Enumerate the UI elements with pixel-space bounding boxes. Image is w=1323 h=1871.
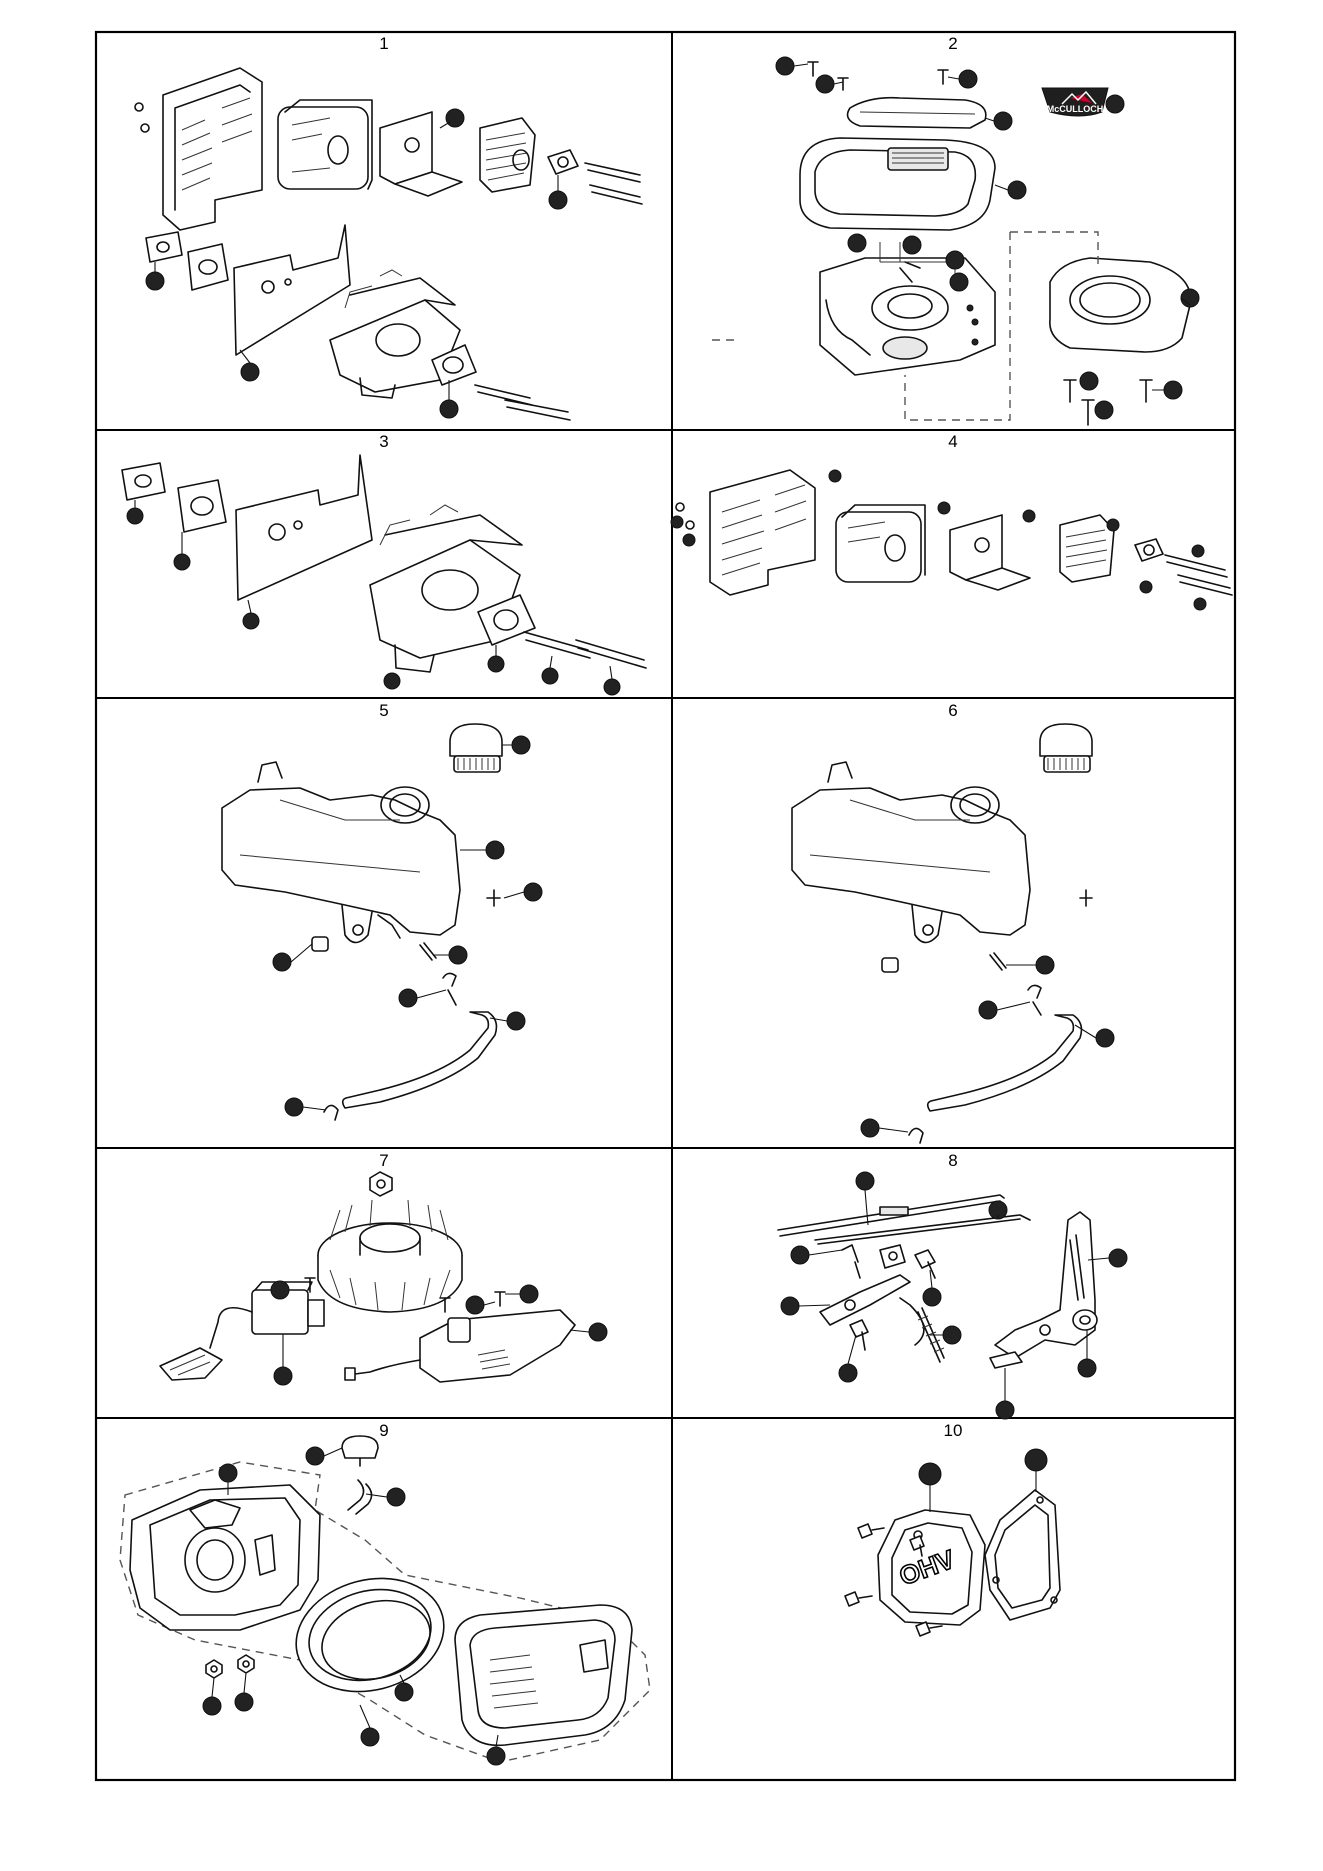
panel-3-callouts: [126, 500, 621, 696]
panel-7-flywheel-ignition: [159, 1171, 576, 1383]
starter-cover-top: [846, 96, 987, 129]
panel-10-callouts: [918, 1448, 1048, 1512]
panel-number-9: 9: [379, 1421, 388, 1440]
panel-number-3: 3: [379, 432, 388, 451]
bolts-top: [807, 61, 949, 91]
muffler-body-4: [835, 504, 926, 583]
fan-shroud: [1049, 257, 1192, 426]
muffler-heat-shield-4: [709, 469, 816, 596]
panel-9-callouts: [202, 1446, 506, 1766]
throttle-bracket: [994, 1211, 1096, 1359]
panel-grid: [94, 30, 1237, 1782]
valve-cover-gasket: [984, 1489, 1061, 1621]
valve-cover: OHV: [877, 1509, 986, 1626]
spring: [899, 1297, 945, 1363]
bolt-8a: [914, 1249, 936, 1279]
blower-housing: [799, 137, 996, 231]
tank-body-5: [221, 761, 461, 944]
panel-10-valve-cover: OHV: [844, 1489, 1061, 1637]
logo-text: McCULLOCH: [1047, 104, 1104, 114]
exhaust-gasket-4: [1134, 538, 1164, 562]
exhaust-guard: [479, 117, 536, 193]
panel-3-carburetor: [121, 454, 647, 673]
panel-6-fuel-tank: [791, 723, 1093, 1144]
panel-number-1: 1: [379, 34, 388, 53]
heat-plate-3: [235, 454, 373, 601]
panel-5-callouts: [272, 735, 543, 1117]
panel-number-6: 6: [948, 701, 957, 720]
bolt-8b: [849, 1319, 869, 1351]
panel-8-governor-linkage: [777, 1194, 1098, 1369]
exhaust-guard-4: [1059, 514, 1115, 583]
panel-number-2: 2: [948, 34, 957, 53]
panel-6-callouts: [860, 955, 1115, 1138]
panel-2-callouts: [775, 56, 1200, 420]
nut-7: [369, 1171, 393, 1197]
insulator: [187, 243, 229, 291]
panel-4-callouts: [670, 469, 1207, 611]
carburetor-3: [369, 504, 523, 673]
fuel-cap-5: [449, 723, 503, 773]
muffler-bracket-4: [949, 514, 1031, 591]
panel-5-fuel-tank: [221, 723, 503, 1121]
intake-gasket-3: [121, 462, 166, 501]
intake-gasket: [145, 231, 183, 263]
tank-body-6: [791, 761, 1031, 944]
air-cleaner-cover: [454, 1604, 633, 1747]
flywheel: [317, 1199, 463, 1313]
panel-number-10: 10: [944, 1421, 963, 1440]
panel-1-callouts: [145, 108, 568, 419]
nuts-9: [205, 1654, 255, 1679]
panel-2-starter-housing: McCULLOCH: [712, 61, 1192, 426]
carb-gasket: [431, 344, 477, 386]
air-filter-element: [295, 1577, 445, 1693]
panel-7-callouts: [270, 1280, 608, 1386]
fuel-cap-6: [1039, 723, 1093, 773]
governor-plate: [344, 1291, 576, 1383]
panel-8-callouts: [780, 1171, 1128, 1420]
starter-assembly: [819, 242, 996, 376]
breather-cap: [341, 1435, 379, 1467]
knob-8: [1072, 1309, 1098, 1331]
muffler-body: [277, 99, 373, 190]
logo-badge: McCULLOCH: [1041, 87, 1109, 117]
pad-8: [989, 1351, 1023, 1369]
panel-9-air-filter: [119, 1435, 651, 1763]
ignition-coil: [159, 1277, 325, 1381]
carb-gasket-3: [477, 594, 536, 646]
panel-4-muffler: [675, 469, 1233, 596]
panel-number-8: 8: [948, 1151, 957, 1170]
heat-plate: [233, 224, 351, 356]
panel-number-5: 5: [379, 701, 388, 720]
panel-1-muffler-carburetor: [134, 67, 643, 421]
muffler-heat-shield: [162, 67, 263, 231]
insulator-3: [177, 479, 227, 533]
panel-number-7: 7: [379, 1151, 388, 1170]
air-cleaner-base: [129, 1484, 321, 1631]
muffler-bracket: [379, 111, 463, 197]
governor-arm: [819, 1244, 911, 1326]
bolts-10: [844, 1523, 943, 1637]
panel-number-4: 4: [948, 432, 957, 451]
exhaust-gasket: [547, 149, 579, 175]
